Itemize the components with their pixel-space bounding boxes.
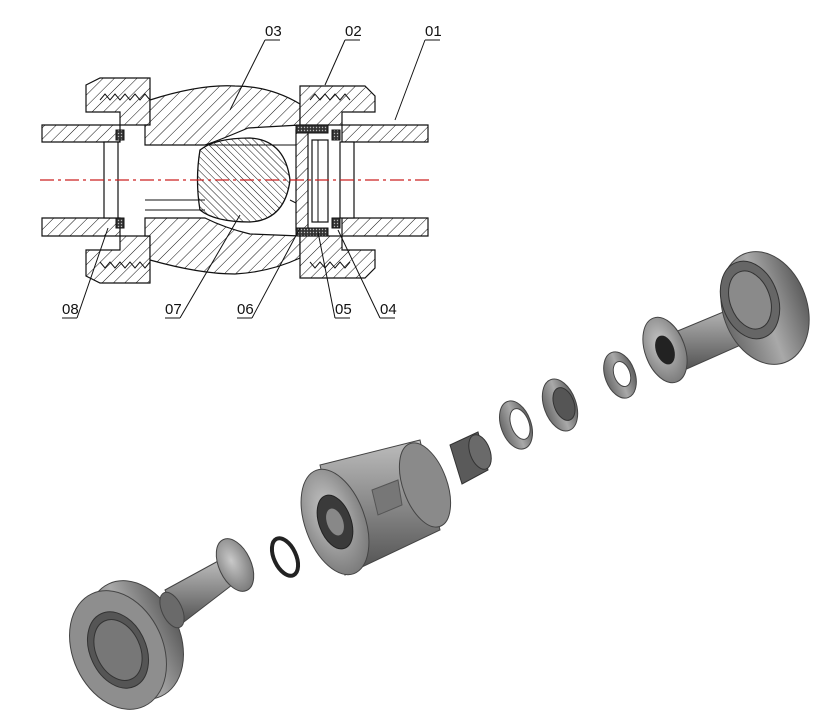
callout-01: 01 <box>425 23 442 40</box>
seat-rings-3d <box>499 351 637 450</box>
right-union-nut-top <box>299 85 376 126</box>
left-union-nut-bottom <box>85 235 151 284</box>
callout-05: 05 <box>335 301 352 318</box>
check-element-3d <box>449 431 492 485</box>
seat-seal-top <box>295 124 329 134</box>
oring-exploded <box>269 536 301 578</box>
tailpiece-left <box>159 538 255 629</box>
left-oring-top <box>115 129 125 141</box>
left-oring-bottom <box>115 217 125 229</box>
right-nut-threads-bottom <box>309 261 351 269</box>
callout-02: 02 <box>345 23 362 40</box>
leader-lines <box>62 39 440 319</box>
callout-08: 08 <box>62 301 79 318</box>
right-nut-threads-top <box>309 93 351 101</box>
left-nut-threads-top <box>99 93 151 101</box>
left-pipe-wall-bottom <box>41 217 121 237</box>
callout-04: 04 <box>380 301 397 318</box>
right-union-nut-bottom <box>299 235 376 279</box>
left-union-nut-top <box>85 77 151 126</box>
seat-seal-bottom <box>295 227 329 237</box>
left-nut-threads-bottom <box>99 261 151 269</box>
right-pipe-wall-bottom <box>341 217 429 237</box>
right-oring-bottom <box>331 217 341 229</box>
callout-03: 03 <box>265 23 282 40</box>
callout-06: 06 <box>237 301 254 318</box>
union-nut-right <box>719 251 810 365</box>
exploded-view <box>69 251 810 710</box>
callout-07: 07 <box>165 301 182 318</box>
union-nut-left <box>69 580 184 710</box>
valve-body-3d <box>300 439 452 576</box>
right-pipe-wall-top <box>341 124 429 143</box>
right-oring-top <box>331 129 341 141</box>
seat-retainer <box>311 139 329 223</box>
left-pipe-wall-top <box>41 124 121 143</box>
cross-section-view: 01 02 03 04 05 06 07 08 <box>40 23 442 319</box>
valve-body-top <box>144 85 301 146</box>
